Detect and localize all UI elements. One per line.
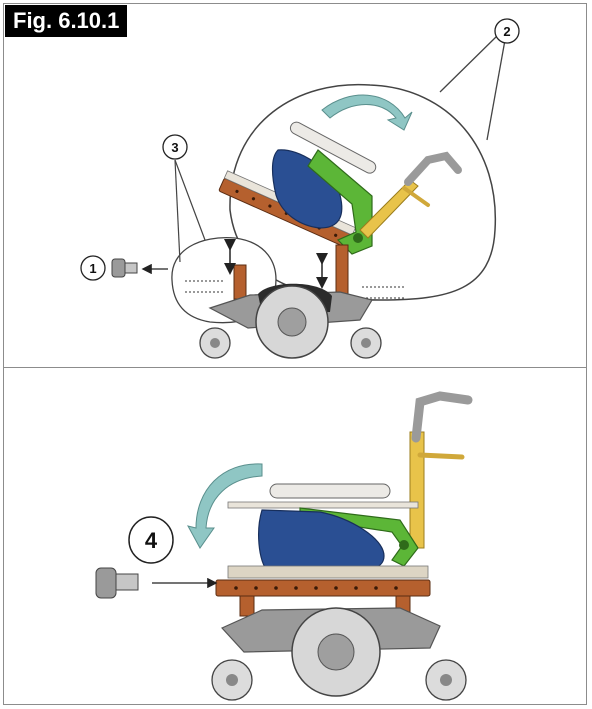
callout-1: 1 [81, 256, 105, 280]
knob-bolt-icon [112, 259, 137, 277]
callout-4: 4 [129, 517, 173, 563]
bottom-panel: 4 [96, 396, 468, 700]
seat-post-right [336, 245, 348, 297]
callout-2: 2 [495, 19, 519, 43]
callout-3: 3 [163, 135, 187, 159]
drive-wheel [292, 608, 380, 696]
seat-pan [216, 580, 430, 596]
top-panel: 1 2 3 [81, 19, 519, 358]
knob-bolt-icon [96, 568, 138, 598]
back-post [410, 432, 424, 548]
rear-caster [351, 328, 381, 358]
front-caster [212, 660, 252, 700]
drive-wheel [256, 286, 328, 358]
svg-text:1: 1 [89, 261, 96, 276]
rear-caster [426, 660, 466, 700]
front-caster [200, 328, 230, 358]
armrest [270, 484, 390, 498]
svg-text:3: 3 [171, 140, 178, 155]
svg-text:2: 2 [503, 24, 510, 39]
svg-text:4: 4 [145, 528, 158, 553]
seat-post-left [234, 265, 246, 299]
